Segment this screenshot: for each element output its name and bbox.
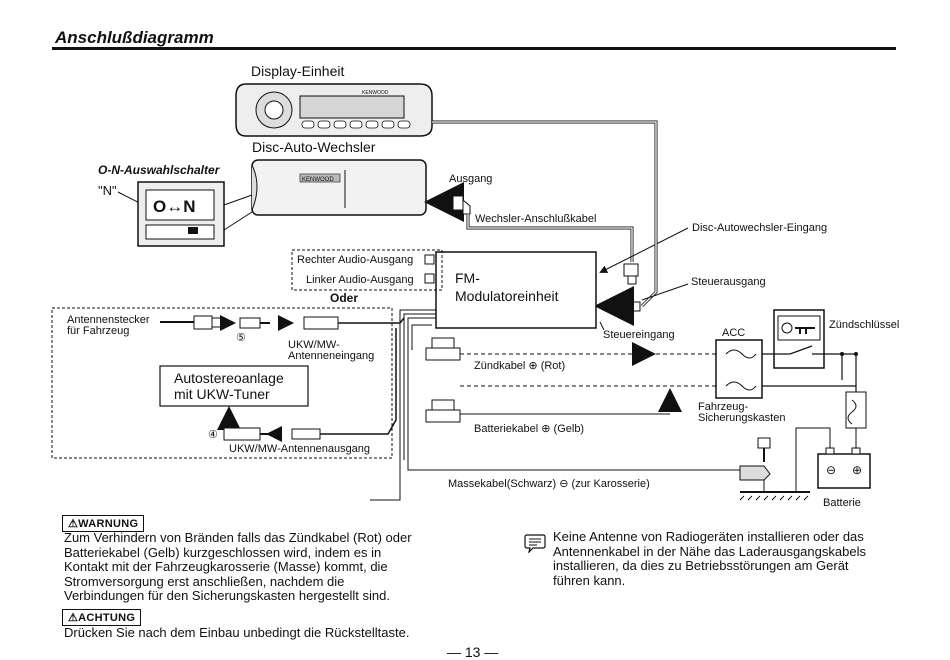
changer-brand: KENWOOD [302,177,334,183]
control-output-label: Steuerausgang [691,276,766,288]
ignition-key-label: Zündschlüssel [829,319,899,331]
or-label: Oder [330,291,358,305]
control-output-plug [621,301,641,312]
inline-fuse [845,391,867,429]
warning-line: Zum Verhindern von Bränden falls das Zün… [64,530,412,545]
note-line: Keine Antenne von Radiogeräten installie… [553,529,864,544]
changer-input-plug [623,263,639,285]
fm-modulator-label-2: Modulatoreinheit [455,288,559,304]
n-label: "N" [98,183,117,198]
note-icon [524,533,546,554]
car-stereo-label-2: mit UKW-Tuner [174,386,270,402]
acc-label: ACC [722,327,745,339]
changer-cable-label: Wechsler-Anschlußkabel [475,213,596,225]
note-line: führen kann. [553,572,626,588]
caution-text: Drücken Sie nach dem Einbau unbedingt di… [64,625,410,640]
fm-mw-input-label-1: UKW/MW- [288,339,340,351]
battery: ⊖ ⊕ [817,447,871,489]
display-unit-label: Display-Einheit [251,63,344,79]
on-switch-value: O↔N [153,197,196,216]
fuse-box-label-2: Sicherungskasten [698,412,785,424]
warning-line: Stromversorgung erst anschließen, nachde… [64,573,345,589]
fm-mw-input-socket [303,316,405,330]
note-line: Antennenkabel in der Nähe das Laderausga… [553,543,866,559]
title-rule [52,47,896,50]
fm-modulator: FM- Modulatoreinheit [435,251,597,329]
note-line: installieren, da dies zu Betriebsstörung… [553,558,849,573]
ignition-key-box [773,309,825,369]
battery-plug [425,399,461,423]
antenna-plug-label-2: für Fahrzeug [67,325,129,337]
car-stereo-label-1: Autostereoanlage [174,370,284,386]
display-brand: KENWOOD [362,90,389,96]
output-label: Ausgang [449,173,492,185]
antenna-plug [160,315,220,330]
warning-badge: ⚠WARNUNG [62,515,145,532]
warning-text: Zum Verhindern von Bränden falls das Zün… [64,530,444,604]
adapter-5-number: ⑤ [236,332,246,344]
page-title: Anschlußdiagramm [55,28,214,47]
note-text: Keine Antenne von Radiogeräten installie… [553,529,883,588]
control-input-label: Steuereingang [603,329,675,341]
svg-text:⊖: ⊖ [826,463,836,477]
left-audio-label: Linker Audio-Ausgang [306,274,414,286]
warning-line: Verbindungen für den Sicherungskasten he… [64,588,390,603]
antenna-output-plug [291,328,397,440]
battery-cable-label: Batteriekabel ⊕ (Gelb) [474,423,584,435]
ground-cable-label: Massekabel(Schwarz) ⊖ (zur Karosserie) [448,478,650,490]
disc-changer: KENWOOD [251,159,427,216]
ignition-cable-label: Zündkabel ⊕ (Rot) [474,360,565,372]
right-audio-label: Rechter Audio-Ausgang [297,254,413,266]
fm-modulator-label-1: FM- [455,270,480,286]
fuse-box [715,339,763,399]
changer-label: Disc-Auto-Wechsler [252,139,376,155]
fm-mw-input-label-2: Antenneneingang [288,350,374,362]
changer-input-label: Disc-Autowechsler-Eingang [692,222,827,234]
battery-label: Batterie [823,497,861,509]
antenna-plug-label-1: Antennenstecker [67,314,150,326]
page-number: — 13 — [447,644,499,660]
caution-badge: ⚠ACHTUNG [62,609,142,626]
adapter-4 [223,427,270,441]
warning-line: Batteriekabel (Gelb) kurzgeschlossen wir… [64,544,382,560]
adapter-4-number: ④ [208,429,218,441]
fuse-box-label-1: Fahrzeug- [698,401,748,413]
fm-mw-output-label: UKW/MW-Antennenausgang [229,443,370,455]
svg-text:⊕: ⊕ [852,463,862,477]
adapter-5 [239,317,270,329]
changer-cable-plug [452,195,471,215]
ignition-plug [425,337,461,361]
on-switch: O↔N [137,181,225,247]
car-stereo-box: Autostereoanlage mit UKW-Tuner [159,365,309,407]
on-switch-label: O-N-Auswahlschalter [98,163,221,177]
ground-terminal [739,437,810,501]
warning-line: Kontakt mit der Fahrzeugkarosserie (Mass… [64,559,388,574]
display-unit: KENWOOD [235,83,433,137]
